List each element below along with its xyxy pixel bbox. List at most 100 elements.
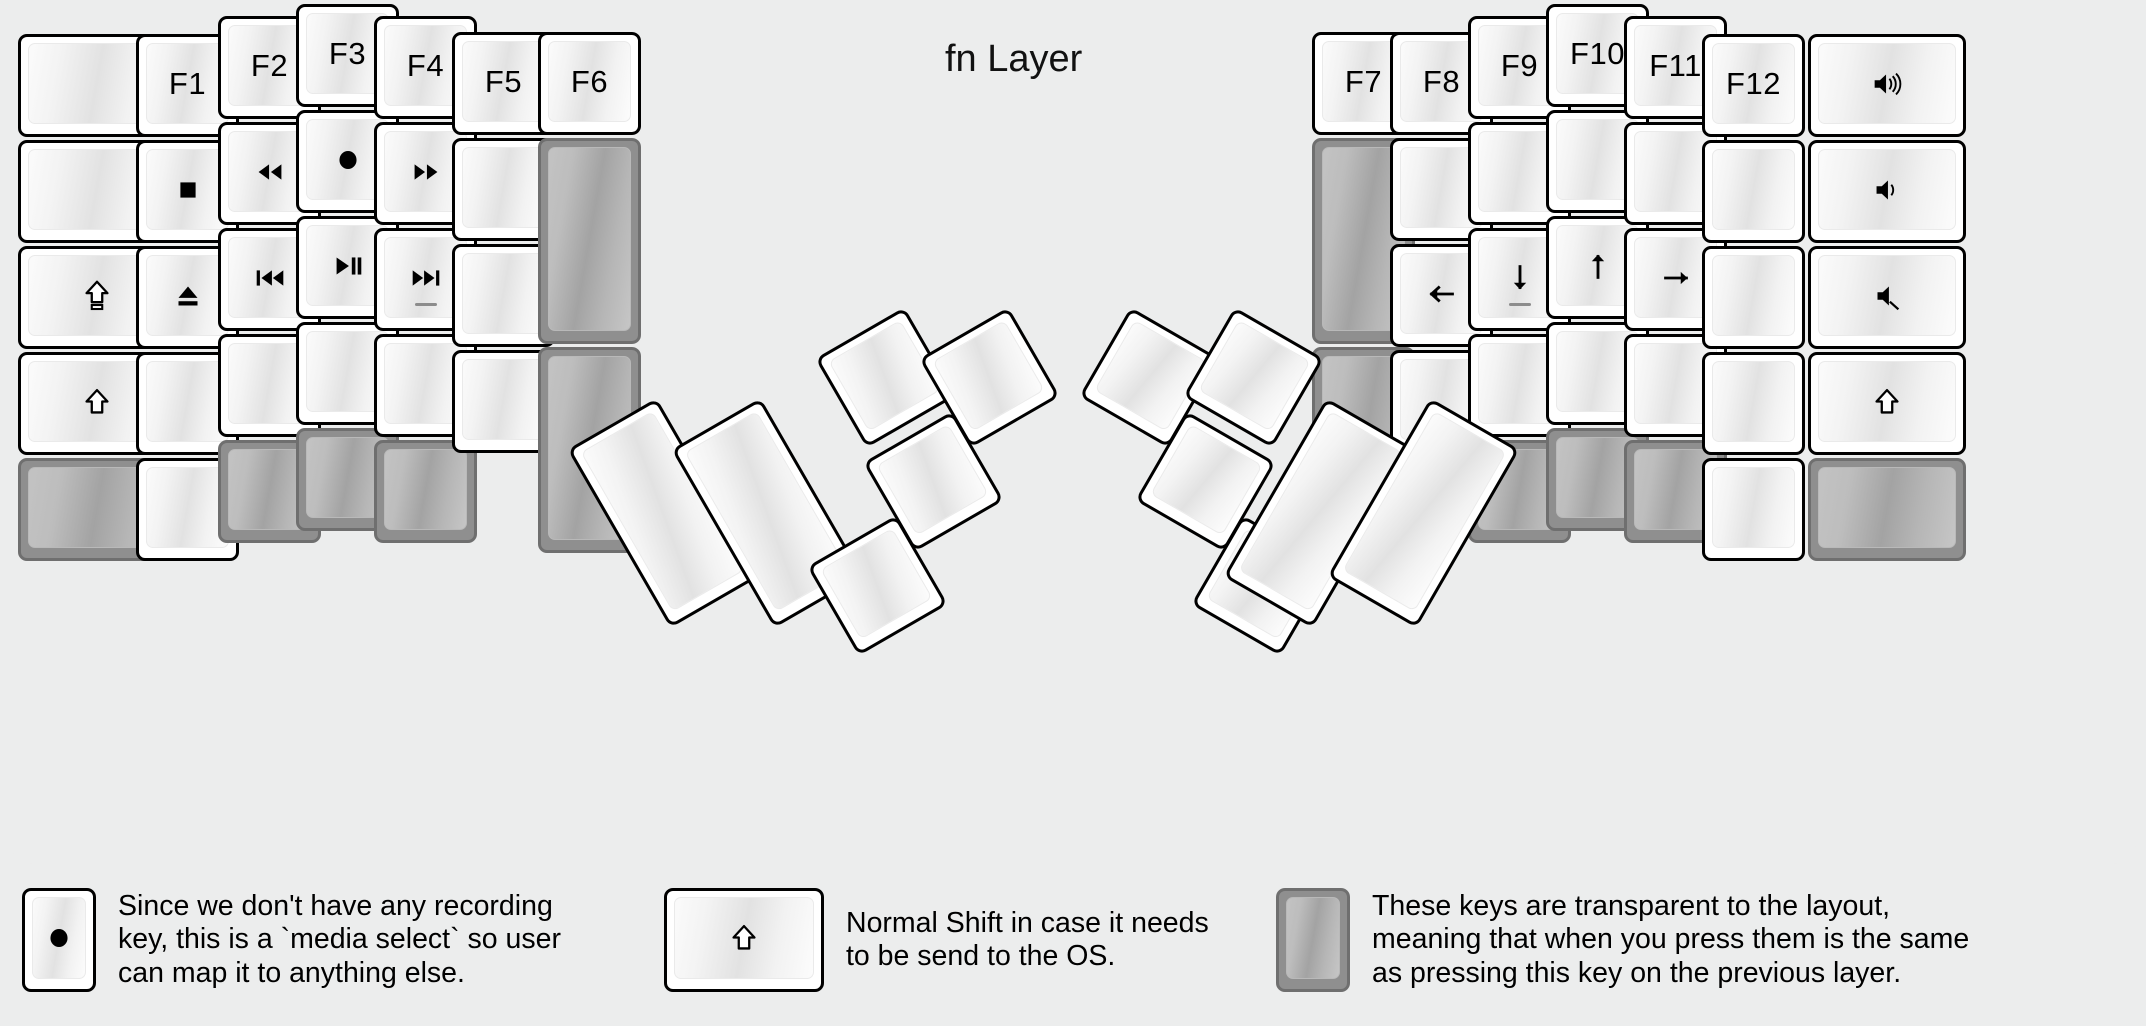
key-right-pinky-r2[interactable]: [1702, 140, 1805, 243]
key-left-inner-r1[interactable]: F6: [538, 32, 641, 135]
legend-sample-key-3: [1276, 888, 1350, 992]
key-label: [377, 231, 474, 328]
key-left-pinky-r2[interactable]: [136, 140, 239, 243]
media-rewind-icon: [258, 163, 281, 180]
key-label: [1705, 461, 1802, 558]
key-right-middle-r5[interactable]: [1546, 428, 1649, 531]
legend-panel: [10, 874, 2136, 1018]
key-right-index-inner-r1[interactable]: F8: [1390, 32, 1493, 135]
key-label: [1705, 249, 1802, 346]
key-left-inner-r2[interactable]: [538, 138, 641, 344]
key-right-index-r3[interactable]: [1468, 228, 1571, 331]
key-right-ring-r5[interactable]: [1624, 440, 1727, 543]
key-label: [541, 141, 638, 341]
legend-item-2: Normal Shift in case it needs to be send…: [664, 888, 1209, 992]
media-fast-forward-icon: [414, 163, 437, 180]
keycap-surface: [548, 147, 631, 331]
key-label: [299, 219, 396, 316]
legend-item-3: These keys are transparent to the layout…: [1276, 888, 1969, 992]
key-left-index-inner-r2[interactable]: [452, 138, 555, 241]
media-prev-track-icon: [256, 269, 283, 286]
key-label: F4: [406, 48, 445, 83]
key-label: [377, 443, 474, 540]
key-left-pinky-r1[interactable]: F1: [136, 34, 239, 137]
key-left-index-r4[interactable]: [374, 334, 477, 437]
keycap-surface: [1712, 467, 1795, 548]
key-left-pinky-r5[interactable]: [136, 458, 239, 561]
key-right-ring-r3[interactable]: [1624, 228, 1727, 331]
homing-indicator: [1508, 303, 1531, 306]
key-right-middle-r1[interactable]: F10: [1546, 4, 1649, 107]
key-label: F8: [1422, 64, 1461, 99]
key-right-ring-r4[interactable]: [1624, 334, 1727, 437]
key-label: F2: [250, 48, 289, 83]
key-left-index-inner-r1[interactable]: F5: [452, 32, 555, 135]
key-right-pinky-outer-r5[interactable]: [1808, 458, 1966, 561]
key-right-index-r2[interactable]: [1468, 122, 1571, 225]
key-left-index-inner-r4[interactable]: [452, 350, 555, 453]
key-right-index-inner-r3[interactable]: [1390, 244, 1493, 347]
key-right-ring-r1[interactable]: F11: [1624, 16, 1727, 119]
key-left-index-inner-r3[interactable]: [452, 244, 555, 347]
key-right-pinky-outer-r4[interactable]: [1808, 352, 1966, 455]
keycap-surface: [1712, 255, 1795, 336]
key-label: [1811, 355, 1963, 452]
key-left-pinky-r3[interactable]: [136, 246, 239, 349]
media-play-pause-icon: [336, 256, 361, 275]
key-left-middle-r4[interactable]: [296, 322, 399, 425]
key-left-index-r3[interactable]: [374, 228, 477, 331]
key-left-index-r5[interactable]: [374, 440, 477, 543]
key-right-index-r5[interactable]: [1468, 440, 1571, 543]
key-left-pinky-outer-r2[interactable]: [18, 140, 176, 243]
key-left-middle-r2[interactable]: [296, 110, 399, 213]
key-left-ring-r2[interactable]: [218, 122, 321, 225]
homing-indicator: [414, 303, 437, 306]
key-right-pinky-outer-r2[interactable]: [1808, 140, 1966, 243]
media-next-track-icon: [412, 269, 439, 286]
keycap-surface: [1818, 467, 1956, 548]
key-left-ring-r4[interactable]: [218, 334, 321, 437]
key-label: [21, 355, 173, 452]
key-left-inner-r3[interactable]: [538, 347, 641, 553]
key-label: [299, 113, 396, 210]
volume-down-icon: [1876, 180, 1895, 199]
key-label: [1549, 219, 1646, 316]
key-right-pinky-r3[interactable]: [1702, 246, 1805, 349]
key-left-pinky-outer-r4[interactable]: [18, 352, 176, 455]
key-right-pinky-outer-r1[interactable]: [1808, 34, 1966, 137]
key-left-middle-r5[interactable]: [296, 428, 399, 531]
key-right-pinky-r1[interactable]: F12: [1702, 34, 1805, 137]
keycap-surface: [1818, 43, 1956, 124]
arrow-left-icon: [1428, 285, 1454, 302]
keycap-surface: [32, 897, 86, 979]
key-right-pinky-r5[interactable]: [1702, 458, 1805, 561]
keycap-surface: [1286, 897, 1340, 979]
key-right-ring-r2[interactable]: [1624, 122, 1727, 225]
legend-item-1: Since we don't have any recording key, t…: [22, 888, 561, 992]
key-right-pinky-outer-r3[interactable]: [1808, 246, 1966, 349]
key-right-index-r1[interactable]: F9: [1468, 16, 1571, 119]
arrow-right-icon: [1663, 271, 1688, 284]
key-left-ring-r5[interactable]: [218, 440, 321, 543]
legend-sample-key-2: [664, 888, 824, 992]
key-left-pinky-outer-r3[interactable]: [18, 246, 176, 349]
legend-sample-key-1: [22, 888, 96, 992]
key-left-middle-r1[interactable]: F3: [296, 4, 399, 107]
key-label: F6: [570, 64, 609, 99]
volume-mute-icon: [1877, 286, 1900, 310]
key-right-pinky-r4[interactable]: [1702, 352, 1805, 455]
key-label: [455, 141, 552, 238]
key-right-middle-r2[interactable]: [1546, 110, 1649, 213]
key-left-ring-r1[interactable]: F2: [218, 16, 321, 119]
key-right-index-r4[interactable]: [1468, 334, 1571, 437]
key-left-ring-r3[interactable]: [218, 228, 321, 331]
key-right-index-inner-r2[interactable]: [1390, 138, 1493, 241]
key-label: [455, 353, 552, 450]
key-right-middle-r3[interactable]: [1546, 216, 1649, 319]
key-label: [1811, 461, 1963, 558]
key-left-pinky-outer-r1[interactable]: [18, 34, 176, 137]
legend-description-2: Normal Shift in case it needs to be send…: [846, 906, 1209, 972]
media-record-icon: [338, 150, 357, 169]
key-label: [1705, 143, 1802, 240]
key-right-inner-r2[interactable]: [1312, 138, 1415, 344]
